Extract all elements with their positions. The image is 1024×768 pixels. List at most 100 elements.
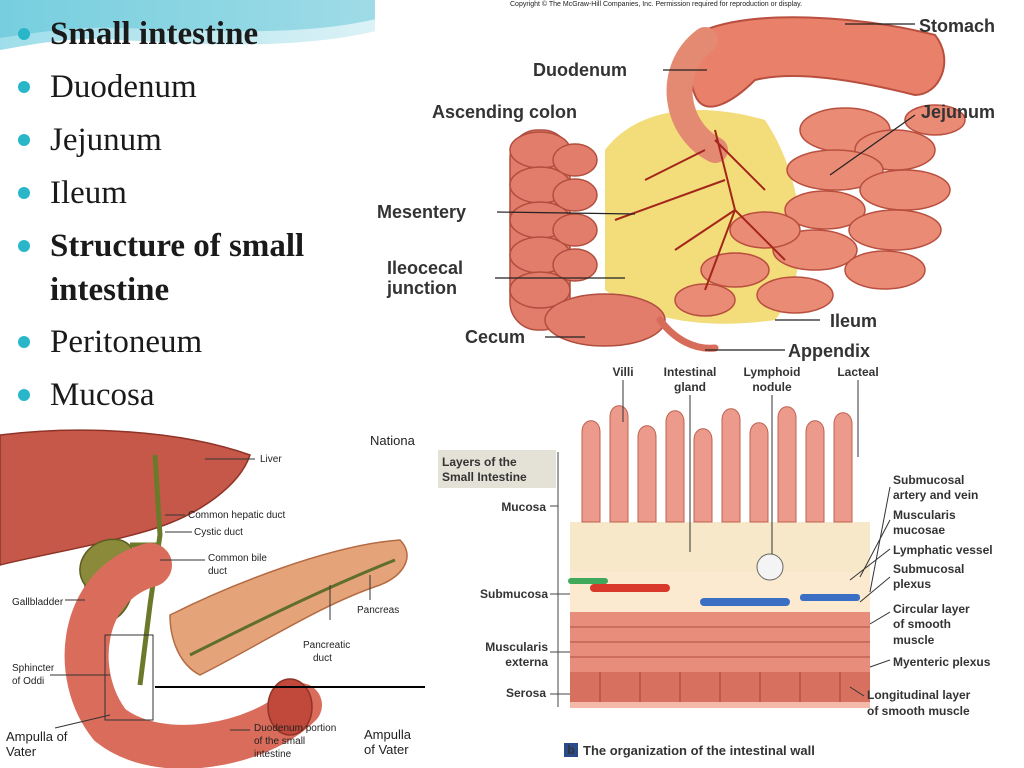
label-jejunum: Jejunum	[921, 102, 995, 122]
villi	[581, 405, 853, 523]
layers-title-line2: Small Intestine	[442, 470, 527, 484]
mucosa-base	[570, 522, 870, 572]
label-myenteric-plexus: Myenteric plexus	[893, 655, 991, 669]
label-appendix: Appendix	[788, 341, 870, 361]
layers-title-line1: Layers of the	[442, 455, 517, 469]
caption-letter: b	[567, 743, 574, 757]
label-muscularis: Muscularis	[485, 640, 548, 654]
label-longitudinal-layer: Longitudinal layer	[867, 688, 971, 702]
bullet-dot-icon	[18, 134, 30, 146]
layers-title-box	[438, 450, 556, 488]
label-ampulla-right: Ampulla	[364, 727, 412, 742]
label-serosa: Serosa	[506, 686, 546, 700]
bullet-dot-icon	[18, 240, 30, 252]
ascending-colon-shape	[509, 129, 598, 331]
label-externa: externa	[505, 655, 548, 669]
longitudinal-muscle-texture	[599, 672, 841, 702]
label-mucosae: mucosae	[893, 523, 945, 537]
label-duodenum-portion: Duodenum portion	[254, 723, 336, 734]
caption-letter-box	[564, 743, 578, 757]
label-plexus: plexus	[893, 577, 931, 591]
label-submucosal-artery: Submucosal	[893, 473, 964, 487]
pancreatic-duct-line	[189, 558, 396, 657]
liver-shape	[0, 429, 251, 566]
figure-caption: The organization of the intestinal wall	[583, 743, 815, 758]
right-leader-lines	[849, 486, 891, 697]
stomach-shape	[688, 16, 946, 108]
bullet-item: Structure of small intestine	[12, 224, 372, 312]
duodenum-shape	[64, 543, 322, 768]
topic-bullet-list: Small intestine Duodenum Jejunum Ileum S…	[12, 8, 372, 422]
layer-brackets	[550, 452, 570, 707]
label-pancreatic-duct: duct	[313, 653, 332, 664]
label-ampulla-of: Ampulla of	[6, 729, 68, 744]
leader-lines	[50, 458, 371, 731]
label-artery-and-vein: artery and vein	[893, 488, 978, 502]
serosa-layer	[570, 702, 870, 708]
lymphoid-nodule-shape	[756, 553, 784, 581]
label-ascending-colon: Ascending colon	[432, 102, 577, 122]
bullet-text: Ileum	[50, 175, 127, 211]
bullet-dot-icon	[18, 81, 30, 93]
top-leader-lines	[622, 380, 859, 554]
bullet-text: Duodenum	[50, 69, 197, 105]
label-liver: Liver	[260, 454, 282, 465]
bullet-dot-icon	[18, 28, 30, 40]
label-ileocecal: Ileocecal	[387, 258, 463, 278]
label-of-oddi: of Oddi	[12, 676, 44, 687]
mesenteric-vessels	[614, 129, 786, 291]
submucosal-vessels	[568, 578, 860, 606]
label-circular-layer: Circular layer	[893, 602, 970, 616]
bullet-item: Mucosa	[12, 369, 372, 422]
label-muscle: muscle	[893, 633, 935, 647]
appendix-shape	[656, 316, 719, 352]
small-intestine-overview-figure: Copyright © The McGraw-Hill Companies, I…	[375, 0, 1024, 362]
label-gland: gland	[674, 380, 706, 394]
label-sphincter: Sphincter	[12, 663, 55, 674]
corner-text: Nationa	[370, 433, 416, 448]
label-gallbladder: Gallbladder	[12, 597, 64, 608]
label-mesentery: Mesentery	[377, 202, 466, 222]
label-submucosa: Submucosa	[480, 587, 548, 601]
label-pancreas: Pancreas	[357, 605, 399, 616]
ampulla-inset-box	[104, 634, 154, 721]
label-lymphoid: Lymphoid	[744, 365, 801, 379]
bullet-text: Small intestine	[50, 16, 259, 52]
bullet-item: Duodenum	[12, 61, 372, 114]
bullet-item: Ileum	[12, 167, 372, 220]
label-duodenum: Duodenum	[533, 60, 627, 80]
label-intestinal: Intestinal	[664, 365, 717, 379]
jejunum-coils	[674, 104, 966, 317]
label-submucosal-plexus: Submucosal	[893, 562, 964, 576]
label-common-bile: Common bile	[208, 553, 267, 564]
cecum-shape	[544, 293, 666, 347]
label-common-bile-duct: duct	[208, 566, 227, 577]
label-intestine: intestine	[254, 749, 292, 760]
label-junction: junction	[386, 278, 457, 298]
copyright-text: Copyright © The McGraw-Hill Companies, I…	[510, 0, 802, 8]
bullet-text: Peritoneum	[50, 324, 203, 360]
label-pancreatic: Pancreatic	[303, 640, 350, 651]
bullet-text: Mucosa	[50, 377, 155, 413]
label-of-smooth-muscle: of smooth muscle	[867, 704, 970, 718]
label-stomach: Stomach	[919, 16, 995, 36]
label-nodule: nodule	[752, 380, 792, 394]
label-vater: Vater	[6, 744, 37, 759]
leader-lines	[495, 23, 916, 351]
label-mucosa: Mucosa	[501, 500, 546, 514]
label-of-the-small: of the small	[254, 736, 305, 747]
bullet-text: Jejunum	[50, 122, 162, 158]
intestinal-wall-figure: Layers of the Small Intestine	[430, 362, 1024, 768]
label-lymphatic-vessel: Lymphatic vessel	[893, 543, 993, 557]
duodenum-opening	[267, 678, 313, 736]
bullet-dot-icon	[18, 187, 30, 199]
label-of-vater-right: of Vater	[364, 742, 409, 757]
bullet-dot-icon	[18, 389, 30, 401]
label-common-hepatic-duct: Common hepatic duct	[188, 510, 285, 521]
label-cecum: Cecum	[465, 327, 525, 347]
label-muscularis-m: Muscularis	[893, 508, 956, 522]
circular-muscle-texture	[570, 626, 870, 658]
label-cystic-duct: Cystic duct	[194, 527, 243, 538]
duodenum-shape	[666, 27, 728, 163]
label-villi: Villi	[612, 365, 633, 379]
